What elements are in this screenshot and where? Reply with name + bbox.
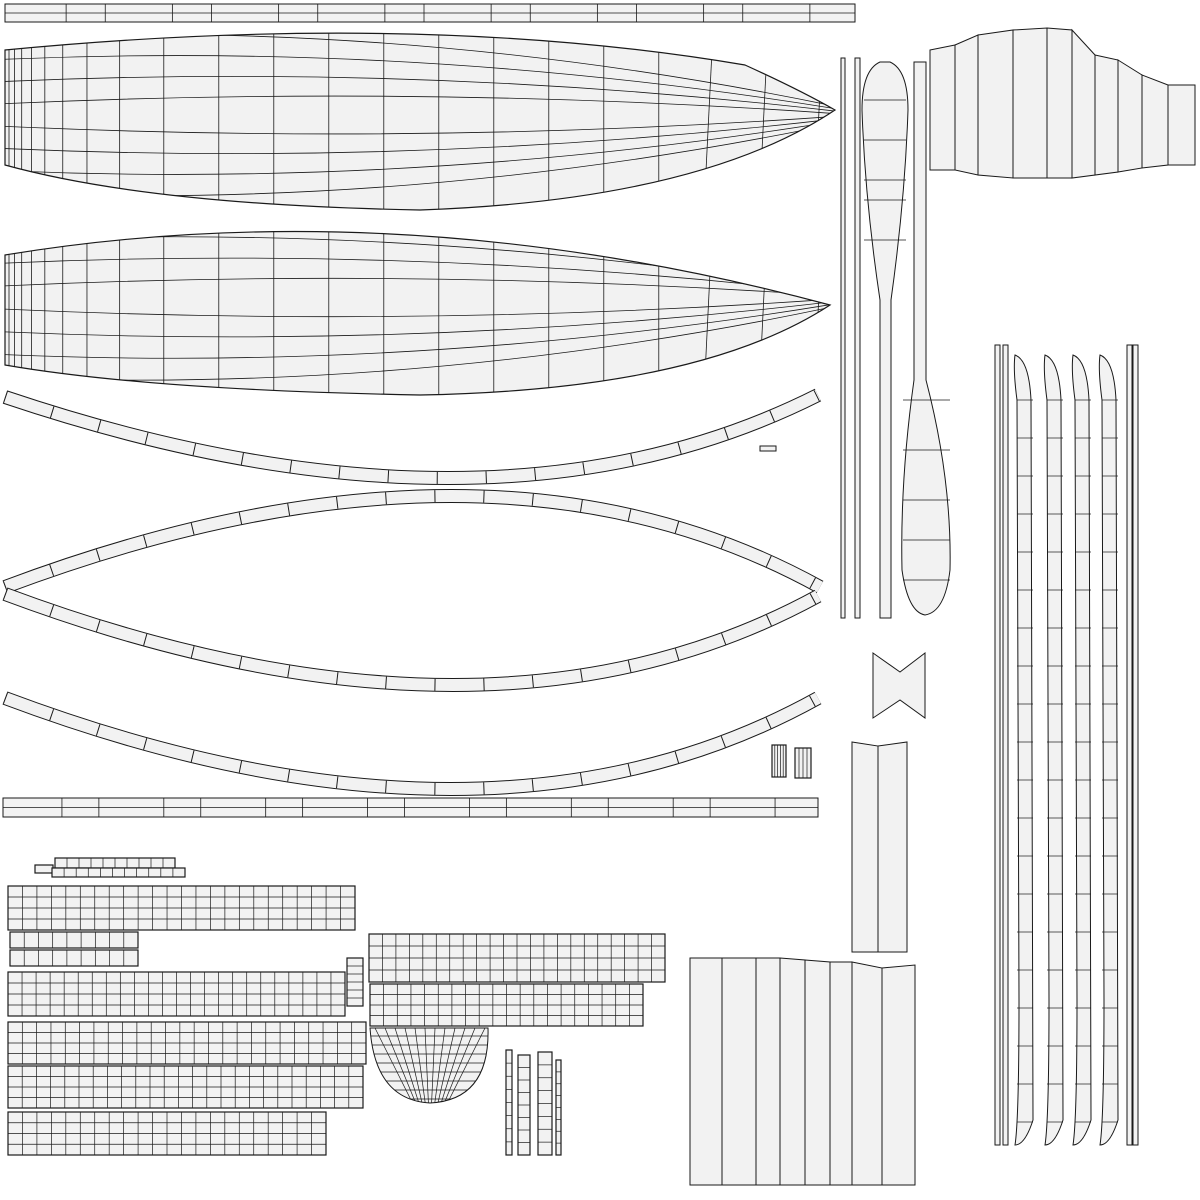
curved-strip-islands [2, 388, 824, 796]
rail-thin [1126, 344, 1133, 1146]
grid-line [424, 1028, 429, 1103]
top-right-panel [1117, 59, 1143, 173]
hull-outline [4, 32, 837, 211]
grid-line [443, 1028, 476, 1103]
grid-line [431, 1028, 436, 1103]
top-right-panel [954, 34, 979, 176]
top-right-panel [1094, 54, 1119, 176]
small-strip [51, 867, 186, 878]
grid-line [384, 1028, 417, 1103]
grid-block [9, 931, 139, 949]
grid-block [9, 949, 139, 967]
top-right-panel [1012, 27, 1048, 179]
grid-line [437, 1028, 456, 1103]
tall-panel [877, 741, 908, 953]
grid-line [404, 1028, 423, 1103]
bottom-panel [804, 959, 831, 1186]
hull-uv-island-top [4, 32, 837, 211]
grid-line [5, 95, 835, 115]
grid-line [5, 117, 835, 155]
grid-line [5, 300, 830, 338]
bottom-panel [881, 964, 916, 1186]
grid-line [5, 298, 830, 318]
bowl-piece [369, 1027, 489, 1104]
small-piece [759, 445, 777, 452]
grid-line [440, 1028, 466, 1103]
rail-thin [1002, 344, 1009, 1146]
grid-line [394, 1028, 420, 1103]
bowtie-piece [872, 651, 926, 719]
thin-strip [840, 57, 846, 619]
rail-thin [994, 344, 1001, 1146]
grid-line [5, 75, 835, 113]
grid-line [5, 277, 830, 297]
bottom-panel [755, 957, 781, 1186]
grid-line [414, 1028, 426, 1103]
rail-strip [1043, 354, 1064, 1146]
rail-strip [1013, 354, 1034, 1146]
bottom-panel [779, 957, 806, 1186]
grid-line [5, 257, 830, 295]
bottom-panel [721, 957, 757, 1186]
hull-grid [5, 33, 835, 210]
strip-fill [3, 389, 821, 484]
tiny-cluster [771, 744, 787, 778]
grid-line [434, 1028, 446, 1103]
bottom-panel [689, 957, 723, 1186]
top-right-panel [977, 29, 1014, 179]
top-right-panel [929, 44, 956, 171]
grid-line [374, 1028, 414, 1103]
rail-strip [1098, 354, 1119, 1146]
rail-strip [1071, 354, 1092, 1146]
top-right-panel [1046, 27, 1073, 179]
strip-fill [2, 588, 821, 691]
grid-line [5, 120, 835, 175]
bottom-panel [829, 961, 853, 1186]
grid-line [446, 1028, 486, 1103]
oar-islands [840, 57, 951, 719]
grid-line [5, 302, 830, 359]
strip-fill [2, 490, 823, 593]
panel-islands [689, 27, 1196, 1186]
thin-strip [854, 57, 861, 619]
top-right-panel [1141, 74, 1169, 169]
tiny-piece [34, 864, 54, 874]
top-right-panel [1071, 28, 1096, 179]
bottom-panel [851, 961, 883, 1186]
hull-outline [4, 230, 832, 396]
oar-2 [901, 61, 951, 616]
tall-panel [851, 741, 879, 953]
oar-1 [861, 61, 909, 619]
plank-islands [2, 3, 856, 818]
grid-line [813, 231, 825, 395]
rail-strip-islands [994, 344, 1139, 1146]
grid-line [5, 115, 835, 135]
hull-uv-island-bottom [4, 230, 832, 396]
grid-line [5, 55, 835, 110]
grid-block-islands [7, 744, 812, 1156]
strip-fill [2, 692, 821, 795]
top-right-panel [1167, 84, 1196, 166]
rail-thin [1132, 344, 1139, 1146]
